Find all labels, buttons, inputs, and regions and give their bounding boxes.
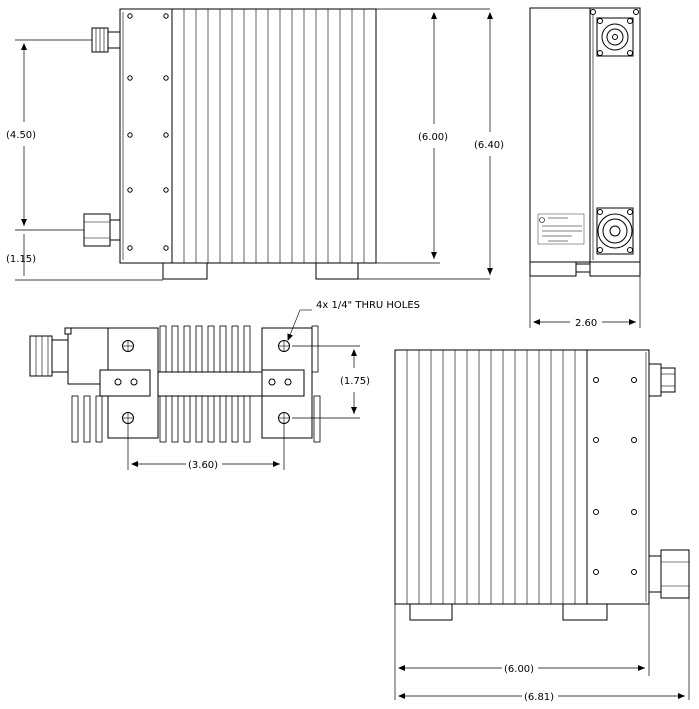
dim-side-height-inner: (6.00) — [418, 132, 448, 143]
fin — [195, 325, 203, 373]
fin — [243, 325, 251, 373]
fin — [171, 325, 179, 373]
side-view-fins — [183, 9, 377, 263]
bolt — [163, 245, 169, 251]
fin — [243, 395, 251, 443]
front-view: (6.00) (6.81) — [394, 349, 690, 703]
side-view-connector-top — [91, 27, 121, 53]
fin — [231, 395, 239, 443]
dim-connector-spacing: (4.50) — [6, 130, 36, 141]
side-view: (4.50) (1.15) (6.00) (6.40) — [6, 8, 504, 281]
bolt — [593, 569, 599, 575]
bottom-view-fins — [71, 325, 321, 443]
side-view-heatsink — [171, 8, 377, 264]
bolt — [127, 187, 133, 193]
fin — [219, 325, 227, 373]
end-view: 2.60 — [529, 7, 641, 329]
bolt — [163, 187, 169, 193]
bolt — [163, 132, 169, 138]
bolt — [127, 132, 133, 138]
end-view-connector-top — [590, 9, 639, 57]
fin — [71, 395, 79, 443]
bolt — [631, 437, 637, 443]
front-view-connector-bottom — [648, 549, 690, 599]
dim-depth: 2.60 — [575, 318, 597, 329]
fin — [207, 325, 215, 373]
fin — [219, 395, 227, 443]
bolt — [127, 245, 133, 251]
bottom-view-connector — [29, 327, 109, 385]
bolt — [631, 569, 637, 575]
dim-side-height-outer: (6.40) — [474, 140, 504, 151]
dim-width-body: (6.00) — [504, 664, 534, 675]
fin — [83, 395, 91, 443]
end-view-connector-bottom — [596, 207, 634, 255]
front-view-connector-top — [648, 363, 676, 397]
fin — [231, 325, 239, 373]
fin — [313, 395, 321, 443]
dim-width-overall: (6.81) — [524, 692, 554, 703]
fin — [207, 395, 215, 443]
bottom-view-holes — [114, 340, 292, 424]
front-view-plate — [586, 349, 650, 605]
holes-note: 4x 1/4" THRU HOLES — [316, 300, 420, 311]
bolt — [127, 75, 133, 81]
bolt — [127, 13, 133, 19]
fin-core — [153, 371, 263, 397]
bolt — [593, 437, 599, 443]
fin — [183, 395, 191, 443]
fin — [95, 395, 103, 443]
bolt — [631, 377, 637, 383]
side-view-bolts — [127, 13, 169, 251]
bottom-view: 4x 1/4" THRU HOLES (1.75) (3.60) — [29, 300, 420, 471]
bolt — [631, 509, 637, 515]
fin — [171, 395, 179, 443]
fin — [311, 325, 319, 373]
dim-hole-spacing-v: (1.75) — [340, 376, 370, 387]
fin — [159, 395, 167, 443]
side-view-connector-bottom — [83, 213, 121, 247]
front-view-bolts — [593, 377, 637, 575]
side-view-foot-right — [315, 262, 359, 280]
bolt — [593, 377, 599, 383]
bolt — [163, 75, 169, 81]
end-view-label — [537, 213, 585, 245]
dim-hole-spacing-h: (3.60) — [188, 460, 218, 471]
side-view-foot-left — [162, 262, 208, 280]
bolt — [593, 509, 599, 515]
fin — [183, 325, 191, 373]
fin — [159, 325, 167, 373]
bolt — [163, 13, 169, 19]
dim-connector-offset: (1.15) — [6, 254, 36, 265]
fin — [195, 395, 203, 443]
